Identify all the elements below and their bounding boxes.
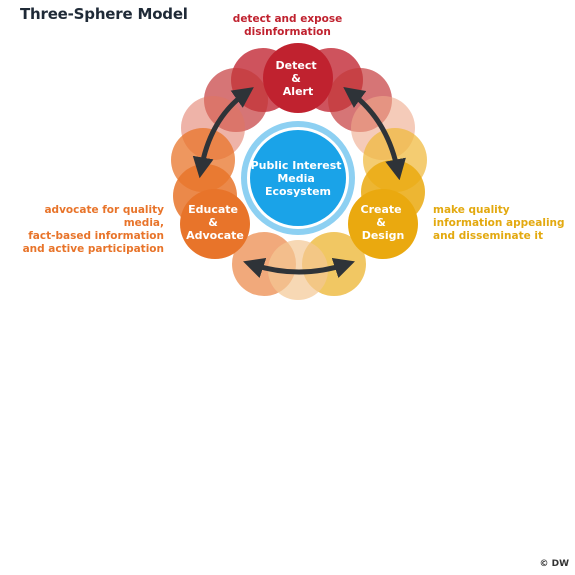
caption-line: advocate for quality media,	[44, 204, 164, 229]
arrow-educate-create	[243, 258, 355, 278]
caption-line: information appealing	[433, 217, 565, 229]
sphere-create	[348, 189, 418, 259]
sphere-line: Advocate	[186, 229, 244, 242]
arrow-detect-educate	[192, 87, 254, 179]
center-label: Public Interest Media Ecosystem	[251, 159, 346, 198]
sphere-line: Detect	[276, 59, 317, 72]
caption-line: and disseminate it	[433, 230, 543, 242]
sphere-line: Educate	[188, 203, 238, 216]
caption-line: disinformation	[244, 26, 331, 38]
copyright-credit: © DW	[539, 559, 569, 569]
center-line: Media	[277, 172, 314, 185]
caption-line: and active participation	[22, 243, 164, 255]
caption-detect: detect and expose disinformation	[200, 13, 375, 39]
sphere-line: &	[376, 216, 386, 229]
sphere-detect	[263, 43, 333, 113]
center-line: Public Interest	[251, 159, 342, 172]
sphere-educate-label: Educate & Advocate	[186, 203, 244, 242]
sphere-detect-label: Detect & Alert	[276, 59, 321, 98]
sphere-educate	[180, 189, 250, 259]
caption-educate: advocate for quality media, fact-based i…	[10, 204, 164, 256]
caption-line: make quality	[433, 204, 510, 216]
caption-create: make quality information appealing and d…	[433, 204, 573, 243]
sphere-line: Create	[361, 203, 402, 216]
sphere-line: &	[291, 72, 301, 85]
sphere-line: Alert	[283, 85, 313, 98]
page-title: Three-Sphere Model	[20, 5, 188, 23]
sphere-create-label: Create & Design	[361, 203, 406, 242]
caption-line: detect and expose	[232, 13, 343, 25]
center-sphere	[250, 130, 346, 226]
sphere-line: Design	[362, 229, 405, 242]
sphere-line: &	[208, 216, 218, 229]
center-line: Ecosystem	[265, 185, 331, 198]
caption-line: fact-based information	[28, 230, 164, 242]
arrow-detect-create	[343, 87, 406, 181]
